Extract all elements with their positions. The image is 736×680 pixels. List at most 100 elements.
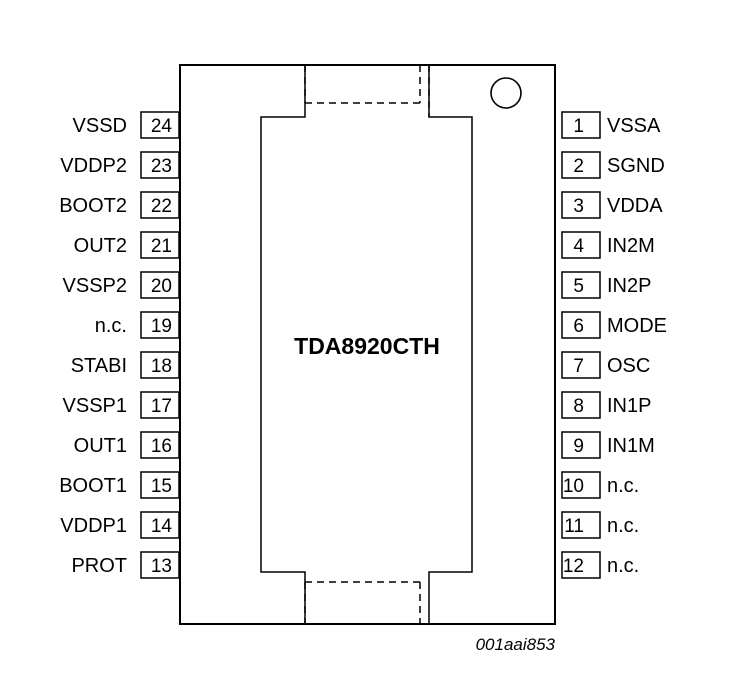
- pin-box: [140, 351, 180, 379]
- pin-box: [561, 151, 601, 179]
- pin-number: 20: [151, 276, 172, 297]
- pin-name: OUT2: [74, 235, 127, 257]
- pin-18: 18 STABI: [71, 351, 180, 379]
- pin-19: 19 n.c.: [95, 311, 180, 339]
- pin-name: IN1M: [607, 435, 655, 457]
- pin-name: IN1P: [607, 395, 651, 417]
- pin-number: 13: [151, 556, 172, 577]
- pin-13: 13 PROT: [71, 551, 180, 579]
- pin-number: 3: [573, 196, 584, 217]
- pin-name: VDDP1: [60, 515, 127, 537]
- pin-10: 10 n.c.: [561, 471, 639, 499]
- pin-box: [561, 311, 601, 339]
- pin-name: BOOT2: [59, 195, 127, 217]
- pin-8: 8 IN1P: [561, 391, 651, 419]
- pin-14: 14 VDDP1: [60, 511, 180, 539]
- pin-number: 19: [151, 316, 172, 337]
- pin-name: IN2M: [607, 235, 655, 257]
- pin-6: 6 MODE: [561, 311, 667, 339]
- pin-number: 23: [151, 156, 172, 177]
- pin-box: [140, 471, 180, 499]
- pin-name: VSSP1: [63, 395, 127, 417]
- dashed-bottom: [304, 581, 421, 624]
- pin-box: [140, 391, 180, 419]
- pin-22: 22 BOOT2: [59, 191, 180, 219]
- pin-box: [561, 271, 601, 299]
- pin-name: n.c.: [607, 515, 639, 537]
- pin-box: [561, 111, 601, 139]
- pin-2: 2 SGND: [561, 151, 665, 179]
- pin-name: VSSA: [607, 115, 661, 137]
- pin-number: 2: [573, 156, 584, 177]
- pin-number: 6: [573, 316, 584, 337]
- pin-15: 15 BOOT1: [59, 471, 180, 499]
- pin-24: 24 VSSD: [73, 111, 180, 139]
- pin-box: [140, 551, 180, 579]
- pin-number: 5: [573, 276, 584, 297]
- pin-box: [140, 311, 180, 339]
- pin-number: 12: [563, 556, 584, 577]
- pin-name: SGND: [607, 155, 665, 177]
- pin-box: [561, 231, 601, 259]
- pin-number: 1: [573, 116, 584, 137]
- pin-number: 14: [151, 516, 173, 537]
- pin-box: [140, 191, 180, 219]
- pin-number: 11: [564, 516, 584, 537]
- die-outline: [260, 65, 473, 624]
- pin-21: 21 OUT2: [74, 231, 180, 259]
- pin-box: [561, 191, 601, 219]
- pin-number: 17: [151, 396, 172, 417]
- pin-3: 3 VDDA: [561, 191, 663, 219]
- pin-17: 17 VSSP1: [63, 391, 180, 419]
- left-pins: 24VSSD23VDDP222BOOT221OUT220VSSP219n.c.1…: [59, 111, 180, 579]
- pin-number: 18: [151, 356, 172, 377]
- pin-name: VSSD: [73, 115, 127, 137]
- pin-name: MODE: [607, 315, 667, 337]
- pin-box: [140, 431, 180, 459]
- pin-box: [140, 511, 180, 539]
- package-outline: [179, 64, 556, 625]
- pin-name: OSC: [607, 355, 650, 377]
- pin-box: [140, 271, 180, 299]
- pin-12: 12 n.c.: [561, 551, 639, 579]
- chip-name: TDA8920CTH: [294, 333, 440, 359]
- pin-number: 8: [573, 396, 584, 417]
- pin-20: 20 VSSP2: [63, 271, 180, 299]
- pin-number: 7: [573, 356, 584, 377]
- pin-box: [561, 511, 601, 539]
- pin-name: n.c.: [95, 315, 127, 337]
- pin-box: [140, 231, 180, 259]
- pin-box: [561, 471, 601, 499]
- pin-name: IN2P: [607, 275, 651, 297]
- pin-name: VDDA: [607, 195, 663, 217]
- pin-number: 9: [573, 436, 584, 457]
- pin-5: 5 IN2P: [561, 271, 651, 299]
- pin-number: 24: [151, 116, 173, 137]
- dashed-top: [304, 65, 430, 117]
- pin-number: 16: [151, 436, 172, 457]
- pin-name: n.c.: [607, 555, 639, 577]
- pin-name: VSSP2: [63, 275, 127, 297]
- pin-box: [561, 391, 601, 419]
- pin-number: 22: [151, 196, 172, 217]
- pin1-marker-icon: [490, 77, 522, 109]
- pin-name: STABI: [71, 355, 127, 377]
- pin-box: [561, 551, 601, 579]
- pin-7: 7 OSC: [561, 351, 650, 379]
- pin-number: 21: [151, 236, 172, 257]
- pin-name: n.c.: [607, 475, 639, 497]
- pin-number: 10: [563, 476, 584, 497]
- pin-name: BOOT1: [59, 475, 127, 497]
- pin-11: 11 n.c.: [561, 511, 639, 539]
- pin-1: 1 VSSA: [561, 111, 661, 139]
- pin-number: 15: [151, 476, 172, 497]
- pin-box: [561, 351, 601, 379]
- pin-box: [140, 151, 180, 179]
- pin-name: PROT: [71, 555, 127, 577]
- figure-id: 001aai853: [476, 635, 556, 654]
